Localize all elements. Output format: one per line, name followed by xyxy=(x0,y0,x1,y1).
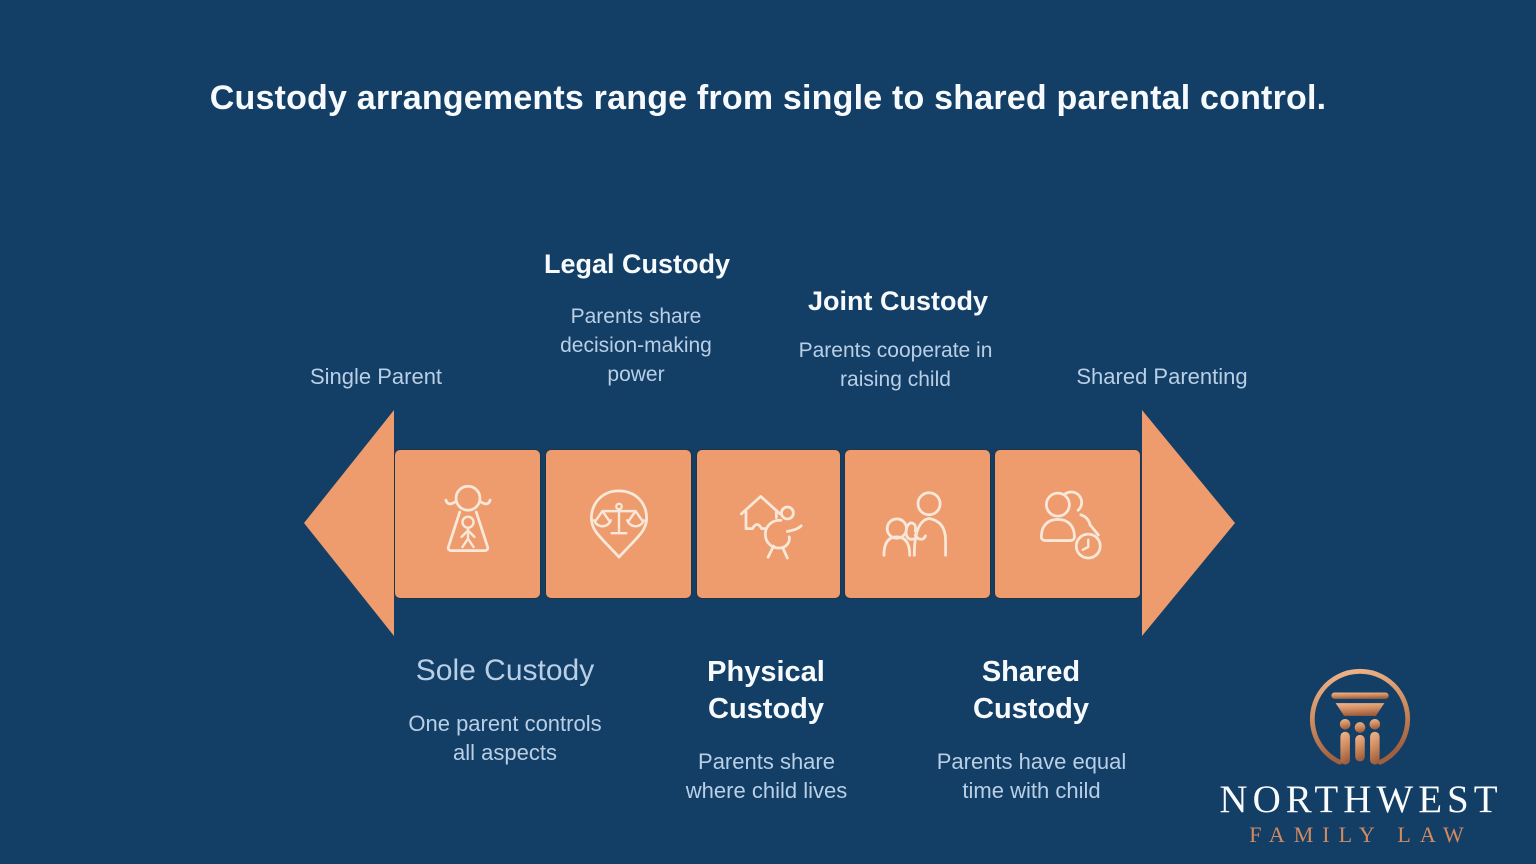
mother-with-child-icon xyxy=(444,484,491,553)
stage-box-sole-custody xyxy=(395,450,540,598)
desc-joint-custody: Parents cooperate in raising child xyxy=(798,339,993,391)
two-people-clock-icon xyxy=(1039,490,1102,560)
stage-box-physical-custody xyxy=(697,450,840,598)
heading-physical-custody: Physical Custody xyxy=(707,656,825,726)
logo-brand: NORTHWEST xyxy=(1219,778,1503,821)
arrow-right-head xyxy=(1142,410,1235,636)
logo xyxy=(1307,666,1413,777)
desc-legal-custody: Parents share decision-making power xyxy=(560,305,712,386)
heading-legal-custody: Legal Custody xyxy=(543,249,731,279)
stage-label-shared-parenting: Shared Parenting xyxy=(1076,364,1248,389)
desc-physical-custody: Parents share where child lives xyxy=(685,749,848,804)
house-with-child-icon xyxy=(739,495,803,560)
stage-box-legal-custody xyxy=(546,450,691,598)
heading-joint-custody: Joint Custody xyxy=(808,286,988,316)
desc-shared-custody: Parents have equal time with child xyxy=(936,749,1127,804)
heading-sole-custody: Sole Custody xyxy=(415,654,595,687)
stage-label-single-parent: Single Parent xyxy=(309,364,443,389)
arrow-left-head xyxy=(304,410,394,636)
scales-location-pin-icon xyxy=(589,489,648,559)
column-people-logo-icon xyxy=(1309,669,1411,765)
heading-shared-custody: Shared Custody xyxy=(973,656,1089,726)
stage-box-joint-custody xyxy=(845,450,990,598)
desc-sole-custody: One parent controls all aspects xyxy=(408,711,602,766)
stage-box-shared-custody xyxy=(995,450,1140,598)
parent-with-child-icon xyxy=(882,491,947,557)
logo-tagline: FAMILY LAW xyxy=(1249,822,1473,847)
page-title: Custody arrangements range from single t… xyxy=(209,79,1327,117)
